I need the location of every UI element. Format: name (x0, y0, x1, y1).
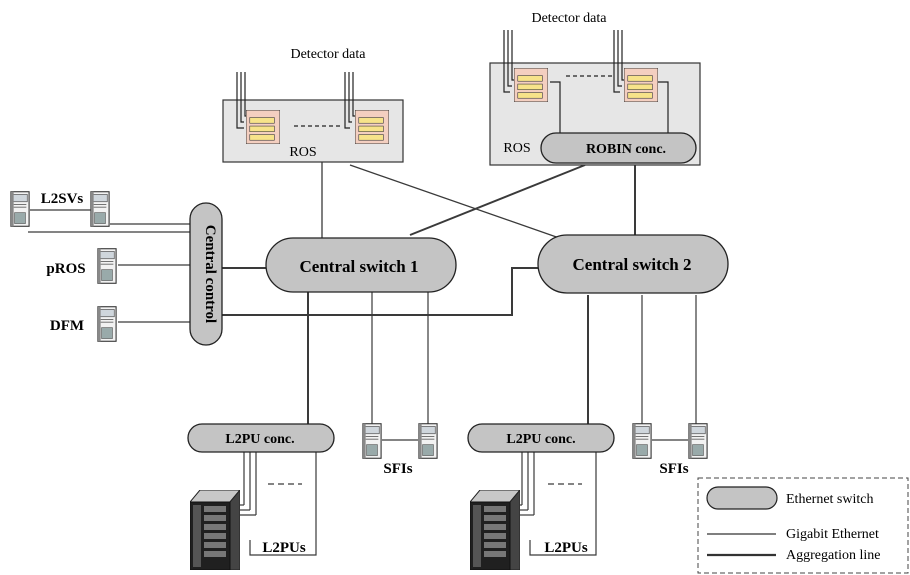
pros-server (97, 248, 117, 284)
central-switch-1: Central switch 1 (265, 237, 457, 293)
robin-card-left-1 (246, 110, 280, 144)
l2pus-left-label: L2PUs (262, 540, 306, 556)
central-control-label: Central control (202, 225, 218, 323)
sfis-left-label: SFIs (383, 461, 412, 477)
l2pus-right-label: L2PUs (544, 540, 588, 556)
link-control-cs2 (222, 267, 540, 316)
l2svs-label: L2SVs (41, 191, 84, 207)
robin-conc-switch: ROBIN conc. (540, 132, 697, 164)
ros-right-label: ROS (503, 141, 530, 156)
ros-right: Detector data ROS ROBIN conc. (489, 11, 701, 166)
central-switch-2: Central switch 2 (537, 234, 729, 294)
dfm-label: DFM (50, 318, 84, 334)
legend-aggregation-line: Aggregation line (786, 548, 880, 563)
sfis-right-label: SFIs (659, 461, 688, 477)
robin-conc-label: ROBIN conc. (586, 142, 666, 157)
l2pu-conc-right-label: L2PU conc. (506, 432, 575, 447)
legend-gigabit-ethernet: Gigabit Ethernet (786, 527, 879, 542)
legend-switch-swatch (706, 486, 778, 510)
sfi-right-2 (688, 423, 708, 459)
l2pu-conc-left: L2PU conc. (187, 423, 335, 453)
l2pu-conc-right: L2PU conc. (467, 423, 615, 453)
link-robin-cs1 (409, 164, 586, 236)
pros-label: pROS (46, 261, 85, 277)
sfi-left-1 (362, 423, 382, 459)
link-ros-left-cs2 (349, 164, 566, 241)
l2sv-server-2 (90, 191, 110, 227)
legend: Ethernet switch Gigabit Ethernet Aggrega… (697, 477, 909, 574)
detector-fibers-left (236, 72, 356, 129)
l2pu-conc-left-label: L2PU conc. (225, 432, 294, 447)
central-switch-2-label: Central switch 2 (573, 255, 692, 274)
dfm-server (97, 306, 117, 342)
ros-left: Detector data ROS (222, 47, 404, 163)
l2pu-rack-right (470, 490, 520, 570)
sfi-right-1 (632, 423, 652, 459)
central-control-switch: Central control (189, 202, 223, 346)
detector-fibers-right (503, 30, 669, 135)
robin-card-right-1 (514, 68, 548, 102)
l2pu-rack-left (190, 490, 240, 570)
legend-ethernet-switch: Ethernet switch (786, 492, 873, 507)
robin-card-right-2 (624, 68, 658, 102)
robin-card-left-2 (355, 110, 389, 144)
ros-left-label: ROS (289, 145, 316, 160)
sfi-left-2 (418, 423, 438, 459)
ros-left-detector-label: Detector data (290, 47, 366, 62)
central-switch-1-label: Central switch 1 (300, 257, 419, 276)
ros-right-detector-label: Detector data (531, 11, 607, 26)
l2sv-server-1 (10, 191, 30, 227)
connection-lines (28, 162, 697, 556)
